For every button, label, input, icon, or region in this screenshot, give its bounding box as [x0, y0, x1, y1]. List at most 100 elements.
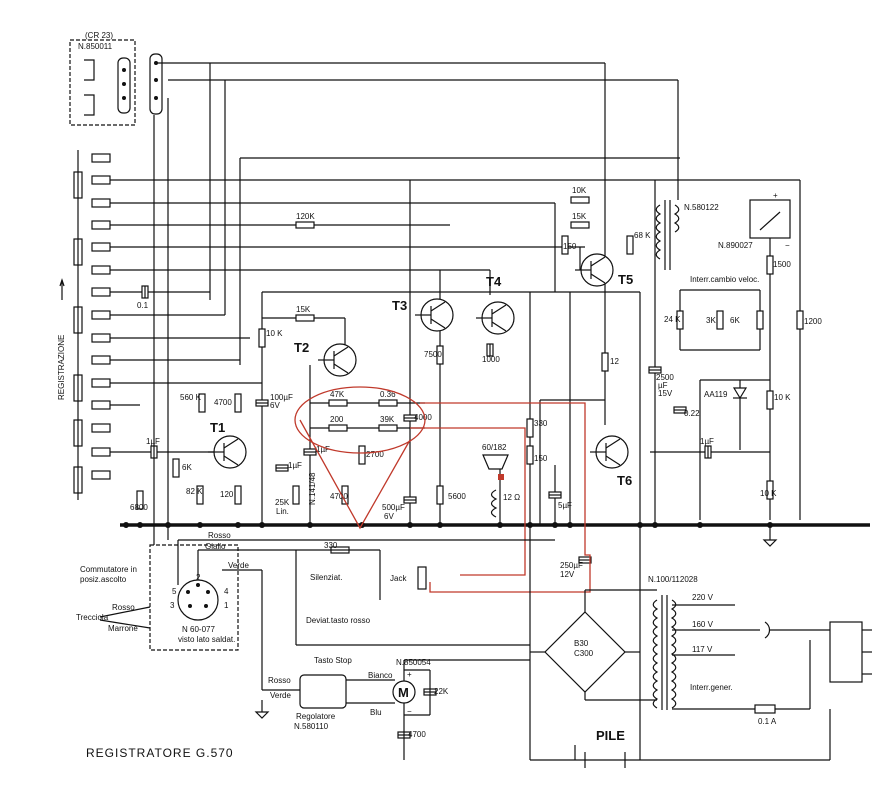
svg-text:250µF: 250µF	[560, 561, 583, 570]
svg-text:6K: 6K	[182, 463, 192, 472]
power-section: N.100/112028 220 V 160 V 117 V B30 C300 …	[530, 525, 872, 768]
svg-text:7500: 7500	[424, 350, 442, 359]
socket-view: visto lato saldat.	[178, 635, 235, 644]
svg-text:6K: 6K	[730, 316, 740, 325]
bridge-line2: C300	[574, 649, 594, 658]
transistor-label: T6	[617, 473, 632, 488]
voltage-160: 160 V	[692, 620, 714, 629]
svg-text:100µF: 100µF	[270, 393, 293, 402]
regolatore-part: N.580110	[294, 722, 329, 731]
svg-text:4700: 4700	[408, 730, 426, 739]
socket-wiring: Rosso Giallo Verde Silenziat. Deviat.tas…	[177, 525, 555, 760]
meter-part: N.890027	[718, 241, 753, 250]
svg-text:120: 120	[220, 490, 234, 499]
strip-tab	[91, 378, 111, 388]
svg-text:5µF: 5µF	[558, 501, 572, 510]
strip-tab	[91, 175, 111, 185]
cap-500uf-volt: 6V	[384, 512, 394, 521]
resistor-10k-top: 10K	[570, 186, 590, 204]
resistor-10k-right: 10 K	[766, 390, 791, 410]
strip-tab	[91, 198, 111, 208]
svg-text:6800: 6800	[130, 503, 148, 512]
motor-rosso-label: Rosso	[268, 676, 291, 685]
cap-1uf-t2: 1µF	[303, 445, 330, 456]
resistor-4700: 4700	[214, 393, 242, 413]
diagram-title: REGISTRATORE G.570	[86, 746, 234, 760]
svg-text:500µF: 500µF	[382, 503, 405, 512]
voltage-220: 220 V	[692, 593, 714, 602]
resistor-330: 330	[526, 418, 548, 438]
din-socket: 5 2 4 1 3 N 60-077 visto lato saldat. Tr…	[76, 544, 239, 651]
resistor-24k: 24 K	[664, 310, 684, 330]
connector-block: (CR 23) N.850011	[69, 31, 163, 126]
svg-text:2700: 2700	[366, 450, 384, 459]
marrone-wire-label: Marrone	[108, 624, 138, 633]
interr-gener-label: Interr.gener.	[690, 683, 733, 692]
cap-250uf-volt: 12V	[560, 570, 575, 579]
strip-tab	[91, 333, 111, 343]
output-transformer-part: N.580122	[684, 203, 719, 212]
strip-tab	[91, 423, 111, 433]
svg-text:10 K: 10 K	[774, 393, 791, 402]
svg-text:12: 12	[610, 357, 619, 366]
connector-code: (CR 23)	[85, 31, 113, 40]
pile-label: PILE	[596, 728, 625, 743]
svg-text:330: 330	[534, 419, 548, 428]
pin-1: 1	[224, 601, 229, 610]
meter-minus: −	[785, 241, 790, 250]
verde-label: Verde	[228, 561, 249, 570]
switch-label-line2: posiz.ascolto	[80, 575, 127, 584]
cap-2500uf-volt: 15V	[658, 389, 673, 398]
svg-text:39K: 39K	[380, 415, 395, 424]
svg-text:560 K: 560 K	[180, 393, 202, 402]
svg-text:4000: 4000	[414, 413, 432, 422]
motor-verde-label: Verde	[270, 691, 291, 700]
resistor-6800: 6800	[130, 490, 148, 512]
transistor-1: T1	[208, 420, 247, 469]
resistor-25k: 25K	[275, 485, 300, 507]
svg-text:200: 200	[330, 415, 344, 424]
cap-1uf-left: 1µF	[146, 437, 160, 459]
motor-part: N.850054	[396, 658, 431, 667]
power-transformer-part: N.100/112028	[648, 575, 698, 584]
strip-tab	[91, 287, 111, 297]
svg-text:82 K: 82 K	[186, 487, 203, 496]
jack-label: Jack	[390, 574, 407, 583]
record-switch-strip: REGISTRAZIONE Commutatore in posiz.ascol…	[57, 150, 137, 584]
motor-plus: +	[407, 670, 412, 679]
rosso-wire-label: Rosso	[112, 603, 135, 612]
deviat-label: Deviat.tasto rosso	[306, 616, 371, 625]
rosso-label: Rosso	[208, 531, 231, 540]
strip-tab	[91, 400, 111, 410]
cap-100uf: 100µF	[255, 393, 293, 407]
cap-01: 0.1	[137, 285, 149, 310]
svg-text:10K: 10K	[572, 186, 587, 195]
transistor-2: T2	[294, 340, 357, 377]
svg-text:1µF: 1µF	[288, 461, 302, 470]
svg-text:330: 330	[324, 541, 338, 550]
resistor-1500: 1500	[766, 255, 791, 275]
trecciola-label: Trecciola	[76, 613, 109, 622]
bianco-label: Bianco	[368, 671, 393, 680]
transistor-4: T4	[476, 274, 515, 335]
svg-text:1000: 1000	[482, 355, 500, 364]
blu-label: Blu	[370, 708, 382, 717]
svg-text:120K: 120K	[296, 212, 315, 221]
transistor-label: T1	[210, 420, 225, 435]
svg-text:0.22: 0.22	[684, 409, 700, 418]
svg-text:47K: 47K	[330, 390, 345, 399]
svg-text:150: 150	[563, 242, 577, 251]
resistor-15k-top: 15K	[570, 212, 590, 229]
fuse-label: 0.1 A	[758, 717, 777, 726]
resistor-6k-right: 6K	[730, 310, 764, 330]
svg-text:1200: 1200	[804, 317, 822, 326]
resistor-200: 200	[328, 415, 348, 432]
strip-tab	[91, 447, 111, 457]
resistor-120k: 120K	[295, 212, 315, 229]
resistor-7500: 7500	[424, 345, 444, 365]
svg-text:5600: 5600	[448, 492, 466, 501]
svg-text:4700: 4700	[330, 492, 348, 501]
resistor-15k: 15K	[295, 305, 315, 322]
